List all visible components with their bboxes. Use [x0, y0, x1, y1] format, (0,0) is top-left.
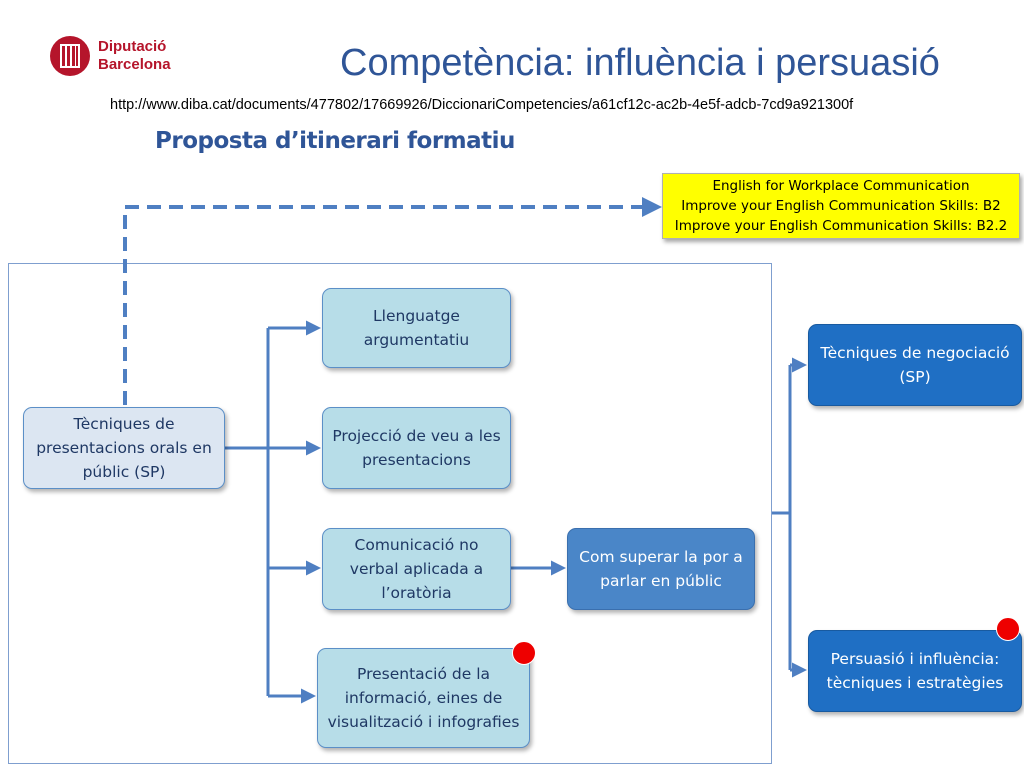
node-projeccio-veu[interactable]: Projecció de veu a les presentacions	[322, 407, 511, 489]
node-presentacio-informacio[interactable]: Presentació de la informació, eines de v…	[317, 648, 530, 748]
english-course-2: Improve your English Communication Skill…	[681, 198, 1001, 214]
node-superar-por[interactable]: Com superar la por a parlar en públic	[567, 528, 755, 610]
node-llenguatge-argumentatiu[interactable]: Llenguatge argumentatiu	[322, 288, 511, 368]
node-negociacio[interactable]: Tècniques de negociació (SP)	[808, 324, 1022, 406]
logo-line-1: Diputació	[98, 38, 167, 55]
diputacio-barcelona-logo: Diputació Barcelona	[50, 36, 180, 78]
source-url: http://www.diba.cat/documents/477802/176…	[110, 97, 854, 113]
red-marker-dot	[512, 641, 536, 665]
coat-of-arms-icon	[50, 36, 90, 76]
english-course-1: English for Workplace Communication	[712, 178, 970, 194]
node-presentacions-orals[interactable]: Tècniques de presentacions orals en públ…	[23, 407, 225, 489]
node-comunicacio-no-verbal[interactable]: Comunicació no verbal aplicada a l’oratò…	[322, 528, 511, 610]
page-subtitle: Proposta d’itinerari formatiu	[155, 128, 515, 154]
page-title: Competència: influència i persuasió	[340, 42, 940, 84]
node-persuasio-influencia[interactable]: Persuasió i influència: tècniques i estr…	[808, 630, 1022, 712]
itinerary-frame	[8, 263, 772, 764]
logo-wordmark: Diputació Barcelona	[98, 38, 171, 74]
logo-line-2: Barcelona	[98, 56, 171, 73]
red-marker-dot	[996, 617, 1020, 641]
english-courses-box[interactable]: English for Workplace Communication Impr…	[662, 173, 1020, 239]
dashed-connector-to-english	[123, 197, 662, 405]
english-course-3: Improve your English Communication Skill…	[674, 218, 1008, 234]
